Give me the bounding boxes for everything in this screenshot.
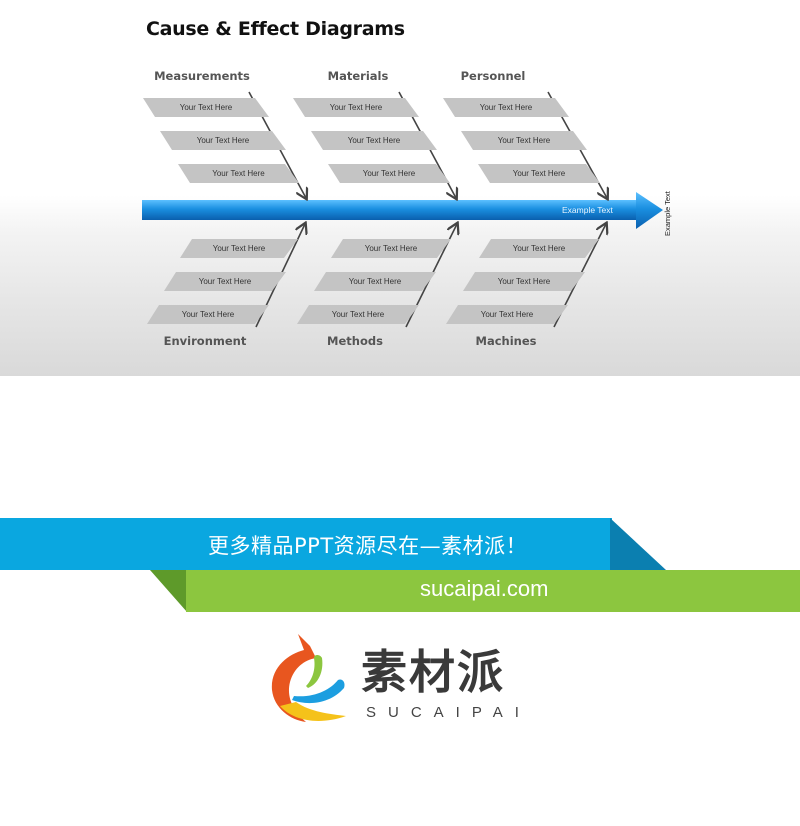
- cause-box: Your Text Here: [463, 272, 585, 291]
- cause-box: Your Text Here: [143, 98, 269, 117]
- side-effect-label: Example Text: [663, 191, 672, 236]
- fox-logo-icon: [271, 634, 346, 722]
- effect-label: Example Text: [562, 205, 613, 215]
- cause-box: Your Text Here: [293, 98, 419, 117]
- promo-banner-fold-green: [150, 570, 187, 612]
- spine-arrow: [142, 192, 663, 229]
- cause-box: Your Text Here: [446, 305, 568, 324]
- category-materials: Materials: [327, 69, 389, 83]
- promo-banner-fold: [610, 518, 666, 570]
- logo-name-en: SUCAIPAI: [366, 704, 531, 721]
- logo-name-cn: 素材派: [361, 645, 505, 699]
- promo-banner-green: [186, 570, 800, 612]
- category-personnel: Personnel: [460, 69, 526, 83]
- cause-box: Your Text Here: [328, 164, 450, 183]
- diagram-title: Cause & Effect Diagrams: [146, 18, 405, 40]
- cause-box: Your Text Here: [443, 98, 569, 117]
- cause-box: Your Text Here: [314, 272, 436, 291]
- promo-url-link[interactable]: sucaipai.com: [420, 576, 549, 601]
- cause-box: Your Text Here: [164, 272, 286, 291]
- cause-box: Your Text Here: [147, 305, 269, 324]
- category-measurements: Measurements: [154, 69, 250, 83]
- cause-box: Your Text Here: [478, 164, 600, 183]
- cause-box: Your Text Here: [461, 131, 587, 150]
- cause-box: Your Text Here: [479, 239, 599, 258]
- cause-box: Your Text Here: [178, 164, 299, 183]
- cause-box: Your Text Here: [160, 131, 286, 150]
- category-machines: Machines: [475, 334, 537, 348]
- cause-box: Your Text Here: [297, 305, 419, 324]
- cause-box: Your Text Here: [331, 239, 451, 258]
- cause-box: Your Text Here: [180, 239, 298, 258]
- cause-box: Your Text Here: [311, 131, 437, 150]
- promo-banner-blue: [0, 518, 612, 570]
- category-environment: Environment: [163, 334, 247, 348]
- promo-slogan: 更多精品PPT资源尽在—素材派！: [208, 534, 528, 558]
- category-methods: Methods: [327, 334, 383, 348]
